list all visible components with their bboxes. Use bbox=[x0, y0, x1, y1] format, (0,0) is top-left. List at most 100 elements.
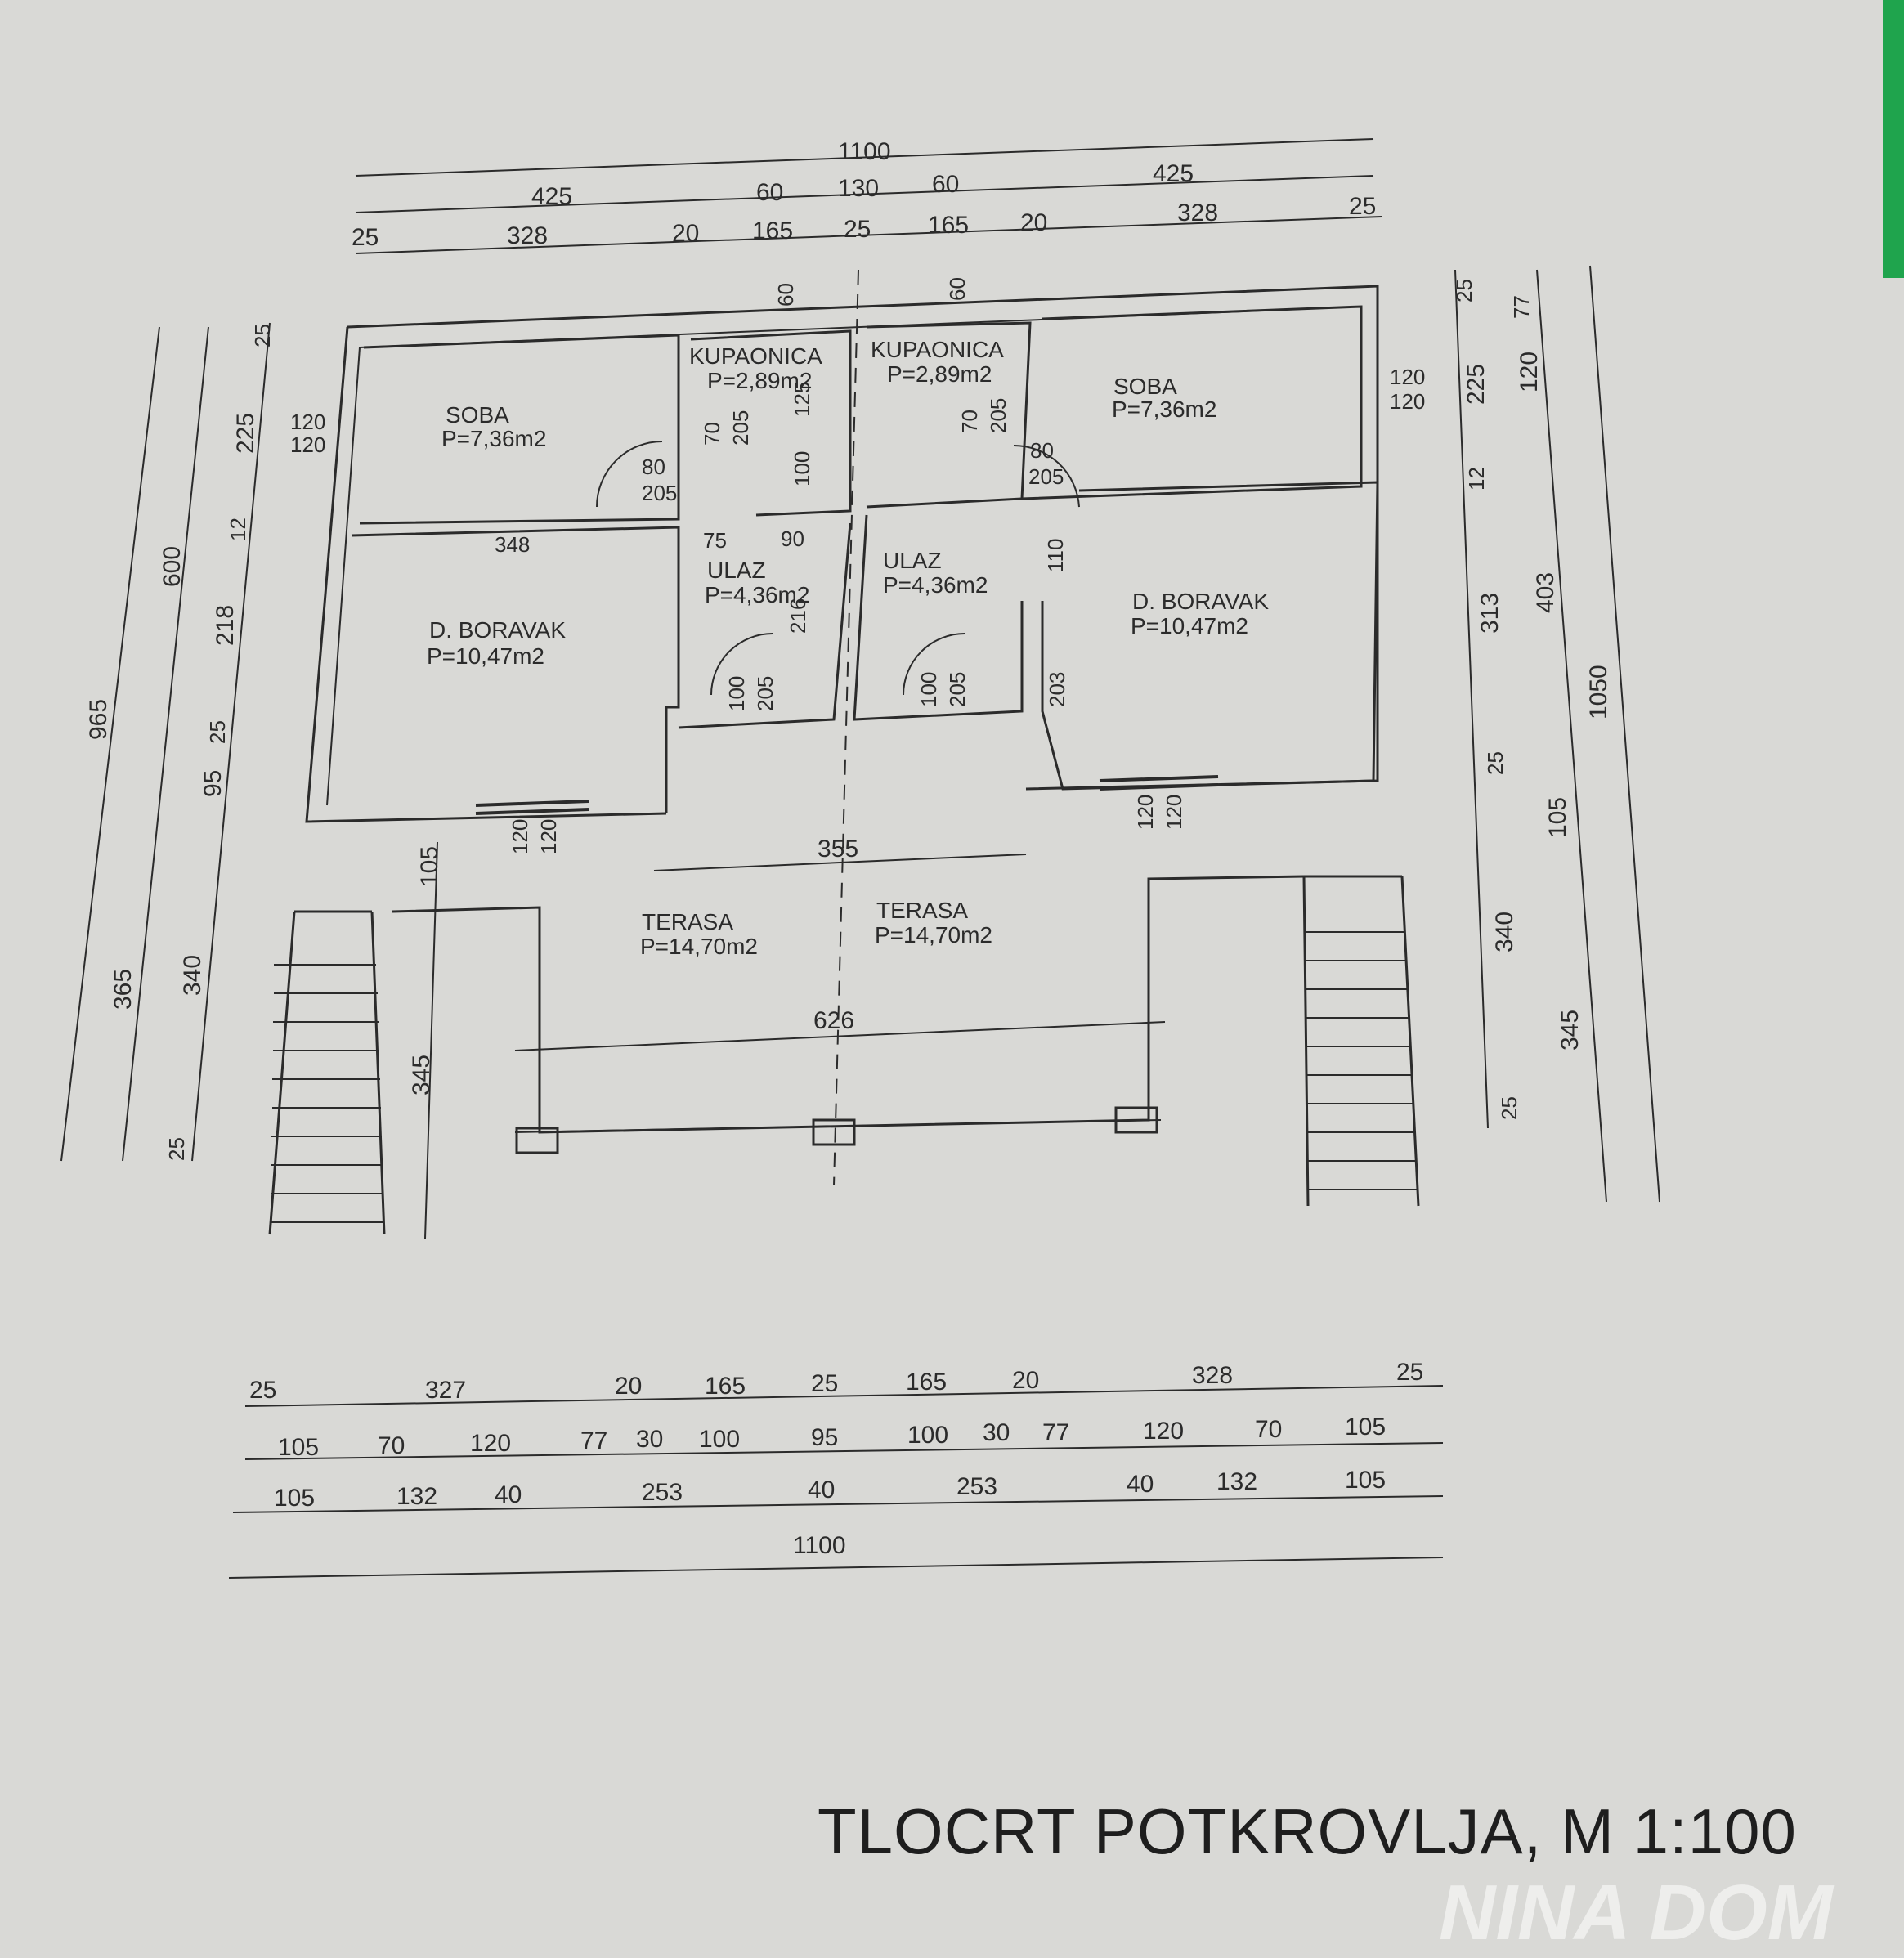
dim-100-door-left: 100 bbox=[724, 676, 749, 711]
dim-70-left: 70 bbox=[700, 422, 724, 446]
dim-bot2-13: 105 bbox=[1345, 1414, 1386, 1440]
dim-110: 110 bbox=[1043, 539, 1068, 572]
dim-bot1-5: 25 bbox=[811, 1370, 838, 1397]
dim-205-bath-right: 205 bbox=[986, 398, 1010, 433]
dim-bot1-2: 327 bbox=[425, 1377, 466, 1404]
dim-door-soba-right-h: 205 bbox=[1028, 464, 1064, 489]
room-kupaonica-left-area: P=2,89m2 bbox=[707, 368, 812, 393]
dim-bot2-11: 120 bbox=[1143, 1418, 1184, 1445]
dim-right-345: 345 bbox=[1557, 1010, 1584, 1051]
dim-355: 355 bbox=[818, 836, 858, 863]
dim-bot3-8: 132 bbox=[1216, 1468, 1257, 1495]
dim-60-left: 60 bbox=[773, 283, 798, 307]
dim-bot1-1: 25 bbox=[249, 1377, 276, 1404]
dimension-lines bbox=[60, 138, 1660, 1579]
room-ulaz-right-name: ULAZ bbox=[883, 548, 942, 573]
dim-door-soba-right-w: 80 bbox=[1030, 438, 1054, 463]
dim-right-313: 313 bbox=[1476, 593, 1503, 634]
dim-203: 203 bbox=[1045, 672, 1069, 707]
dim-top3-3: 20 bbox=[672, 220, 699, 247]
dim-60-right: 60 bbox=[945, 277, 970, 301]
room-kupaonica-left-name: KUPAONICA bbox=[689, 343, 822, 369]
room-kupaonica-right-area: P=2,89m2 bbox=[887, 361, 992, 387]
dim-left-965: 965 bbox=[85, 699, 112, 740]
dim-top3-4: 165 bbox=[752, 217, 793, 244]
dim-right-25b: 25 bbox=[1483, 751, 1508, 775]
room-terasa-left-area: P=14,70m2 bbox=[640, 934, 758, 959]
dim-bot2-4: 77 bbox=[580, 1427, 607, 1454]
dim-bot3-3: 40 bbox=[495, 1481, 522, 1508]
green-edge-strip bbox=[1883, 0, 1904, 278]
dim-top3-8: 328 bbox=[1177, 199, 1218, 226]
dim-right-340: 340 bbox=[1491, 912, 1518, 952]
dim-window-right-1: 120 bbox=[1390, 365, 1425, 389]
dim-left-25c: 25 bbox=[164, 1137, 189, 1161]
room-boravak-left-name: D. BORAVAK bbox=[429, 617, 566, 643]
dim-left-12: 12 bbox=[226, 518, 250, 541]
dim-100-bath: 100 bbox=[790, 451, 814, 486]
dim-348: 348 bbox=[495, 532, 530, 557]
dim-bot2-3: 120 bbox=[470, 1430, 511, 1457]
dim-right-403: 403 bbox=[1532, 572, 1559, 613]
dim-bot3-6: 253 bbox=[956, 1473, 997, 1500]
dim-left-225: 225 bbox=[232, 413, 259, 454]
room-soba-right-name: SOBA bbox=[1113, 374, 1177, 399]
dim-top2-3: 130 bbox=[838, 175, 879, 202]
dim-bot3-2: 132 bbox=[396, 1483, 437, 1510]
dim-bot3-1: 105 bbox=[274, 1485, 315, 1512]
dim-bot2-7: 95 bbox=[811, 1424, 838, 1451]
dim-bot3-4: 253 bbox=[642, 1479, 683, 1506]
dim-window-bl-2: 120 bbox=[536, 819, 561, 854]
dim-top3-7: 20 bbox=[1020, 209, 1047, 236]
dim-bot1-3: 20 bbox=[615, 1373, 642, 1400]
dim-top3-5: 25 bbox=[844, 216, 871, 243]
dim-100-door-right: 100 bbox=[916, 672, 941, 707]
dim-bot2-8: 100 bbox=[907, 1422, 948, 1449]
dim-top2-5: 425 bbox=[1153, 160, 1194, 187]
dim-bot2-1: 105 bbox=[278, 1434, 319, 1461]
dim-90: 90 bbox=[781, 526, 804, 551]
dim-right-12: 12 bbox=[1464, 467, 1489, 491]
dim-bot2-5: 30 bbox=[636, 1426, 663, 1453]
dim-right-225: 225 bbox=[1463, 364, 1490, 405]
dim-top2-2: 60 bbox=[756, 179, 783, 206]
dim-bot-total: 1100 bbox=[793, 1532, 846, 1559]
dim-left-340: 340 bbox=[179, 955, 206, 996]
dim-top3-6: 165 bbox=[928, 212, 969, 239]
dim-window-right-2: 120 bbox=[1390, 389, 1425, 414]
dim-75: 75 bbox=[703, 528, 727, 553]
dim-bot1-9: 25 bbox=[1396, 1359, 1423, 1386]
dim-top3-1: 25 bbox=[352, 224, 379, 251]
walls bbox=[268, 269, 1420, 1235]
dim-top-total: 1100 bbox=[838, 138, 891, 165]
room-soba-right-area: P=7,36m2 bbox=[1112, 397, 1216, 422]
dim-top2-4: 60 bbox=[932, 171, 959, 198]
dim-bot3-9: 105 bbox=[1345, 1467, 1386, 1494]
dim-bot2-9: 30 bbox=[983, 1419, 1010, 1446]
room-ulaz-right-area: P=4,36m2 bbox=[883, 572, 988, 598]
dim-window-bl-1: 120 bbox=[508, 819, 532, 854]
dim-right-25c: 25 bbox=[1497, 1096, 1521, 1120]
dim-205-door-left: 205 bbox=[753, 676, 777, 711]
dim-345-stairs: 345 bbox=[408, 1055, 435, 1095]
watermark-logo: NINA DOM bbox=[1439, 1869, 1833, 1956]
dim-top3-2: 328 bbox=[507, 222, 548, 249]
dim-window-br-1: 120 bbox=[1133, 795, 1158, 830]
dim-right-1050: 1050 bbox=[1585, 665, 1612, 719]
dim-bot3-5: 40 bbox=[808, 1476, 835, 1503]
dim-window-left-1: 120 bbox=[290, 410, 325, 434]
dim-right-120: 120 bbox=[1516, 352, 1543, 392]
dim-626: 626 bbox=[813, 1007, 854, 1034]
dim-bot2-12: 70 bbox=[1255, 1416, 1282, 1443]
dim-bot2-2: 70 bbox=[378, 1432, 405, 1459]
dim-bot1-4: 165 bbox=[705, 1373, 746, 1400]
dim-bot1-6: 165 bbox=[906, 1369, 947, 1396]
dim-right-25a: 25 bbox=[1452, 279, 1476, 302]
dim-105-stairs: 105 bbox=[416, 846, 443, 887]
dim-window-left-2: 120 bbox=[290, 432, 325, 457]
dim-left-365: 365 bbox=[110, 969, 137, 1010]
room-soba-left-area: P=7,36m2 bbox=[441, 426, 546, 451]
room-soba-left-name: SOBA bbox=[446, 402, 509, 428]
